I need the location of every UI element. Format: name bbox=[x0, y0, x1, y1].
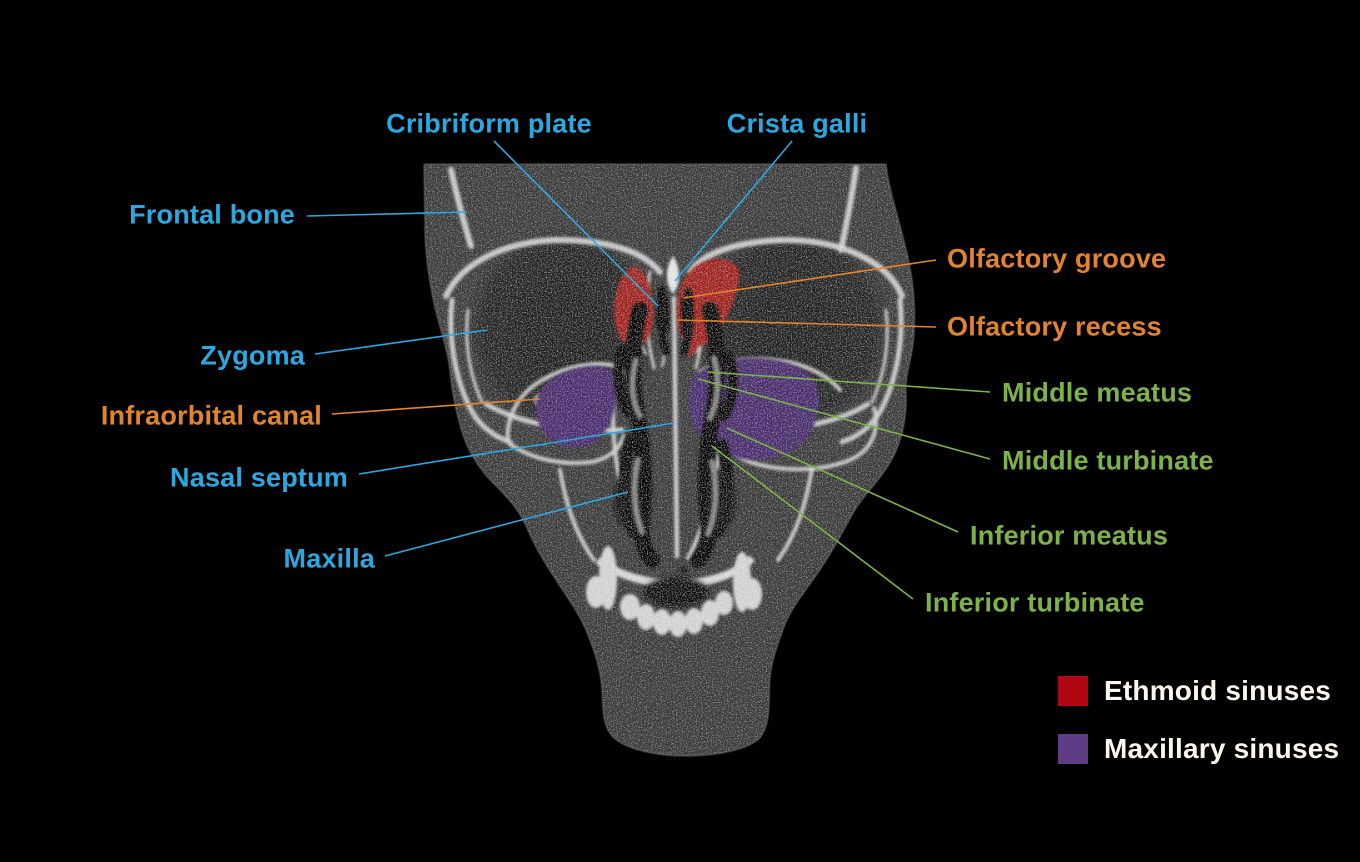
label-inferior-turbinate: Inferior turbinate bbox=[925, 587, 1145, 618]
label-infraorbital-canal: Infraorbital canal bbox=[100, 400, 322, 431]
leader-line-inferior-meatus bbox=[726, 427, 959, 533]
leader-line-nasal-septum bbox=[358, 422, 675, 475]
label-maxilla: Maxilla bbox=[283, 543, 375, 574]
label-olfactory-recess: Olfactory recess bbox=[947, 311, 1162, 342]
leader-line-cribriform-plate bbox=[493, 140, 659, 307]
label-olfactory-groove: Olfactory groove bbox=[947, 243, 1167, 274]
leader-line-maxilla bbox=[384, 491, 629, 557]
label-frontal-bone: Frontal bone bbox=[129, 199, 295, 230]
leader-line-crista-galli bbox=[674, 140, 793, 282]
leader-line-infraorbital-canal bbox=[331, 398, 541, 415]
leader-line-inferior-turbinate bbox=[711, 445, 914, 600]
label-crista-galli: Crista galli bbox=[726, 108, 868, 139]
label-inferior-meatus: Inferior meatus bbox=[970, 520, 1169, 551]
leader-line-zygoma bbox=[314, 329, 488, 355]
leader-line-olfactory-recess bbox=[677, 319, 937, 328]
leader-line-middle-meatus bbox=[707, 371, 991, 393]
leader-line-middle-turbinate bbox=[697, 378, 991, 460]
label-nasal-septum: Nasal septum bbox=[170, 462, 348, 493]
label-middle-turbinate: Middle turbinate bbox=[1002, 445, 1214, 476]
leader-line-olfactory-groove bbox=[682, 259, 937, 299]
leader-line-frontal-bone bbox=[306, 211, 468, 217]
label-middle-meatus: Middle meatus bbox=[1002, 377, 1193, 408]
label-zygoma: Zygoma bbox=[200, 340, 305, 371]
label-cribriform-plate: Cribriform plate bbox=[386, 108, 592, 139]
